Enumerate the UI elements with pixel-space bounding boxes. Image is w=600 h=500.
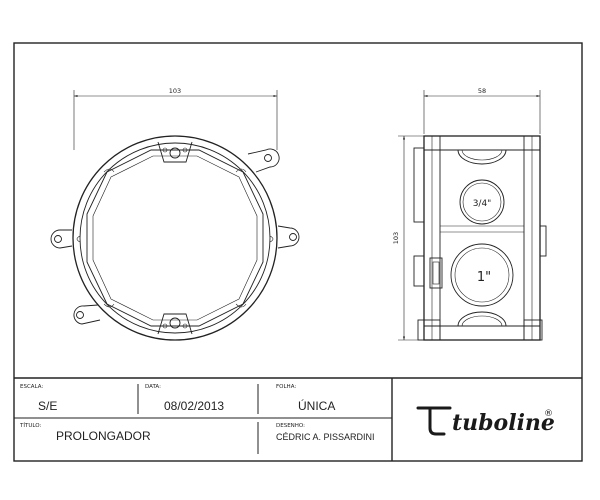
sheet-border (13, 42, 583, 462)
inner-ring (79, 142, 271, 334)
octagon-outline (86, 149, 264, 327)
titulo-value: PROLONGADOR (56, 429, 151, 443)
side-width-dimension: 58 (423, 87, 541, 134)
data-label: DATA: (145, 384, 161, 390)
knockout-1: 1" (450, 243, 514, 307)
knockout-3-4-label: 3/4" (473, 199, 492, 209)
brand-registered-mark: ® (544, 409, 553, 419)
side-width-value: 58 (478, 87, 486, 95)
data-value: 08/02/2013 (164, 399, 224, 413)
front-view: 103 (50, 87, 300, 341)
desenho-label: DESENHO: (276, 423, 305, 429)
front-width-dimension: 103 (73, 87, 278, 150)
folha-label: FOLHA: (276, 384, 296, 390)
top-screw-bosses (157, 141, 193, 163)
brand-name: tuboline (452, 410, 555, 436)
knockout-3-4: 3/4" (459, 179, 505, 225)
front-width-value: 103 (169, 87, 181, 95)
mounting-ears (50, 148, 300, 325)
titulo-label: TÍTULO: (19, 422, 41, 429)
title-block: ESCALA: S/E DATA: 08/02/2013 FOLHA: ÚNIC… (14, 377, 582, 461)
side-view: 58 103 (392, 87, 547, 341)
outer-ring (72, 135, 278, 341)
desenho-value: CÉDRIC A. PISSARDINI (276, 432, 375, 442)
escala-label: ESCALA: (20, 384, 43, 390)
knockout-1-label: 1" (477, 270, 491, 285)
escala-value: S/E (38, 399, 57, 413)
side-height-dimension: 103 (392, 135, 424, 341)
folha-value: ÚNICA (298, 398, 335, 413)
side-height-value: 103 (392, 232, 400, 244)
tube-logo-icon (416, 406, 452, 436)
ring-tabs (76, 168, 274, 308)
bottom-screw-bosses (157, 313, 193, 335)
